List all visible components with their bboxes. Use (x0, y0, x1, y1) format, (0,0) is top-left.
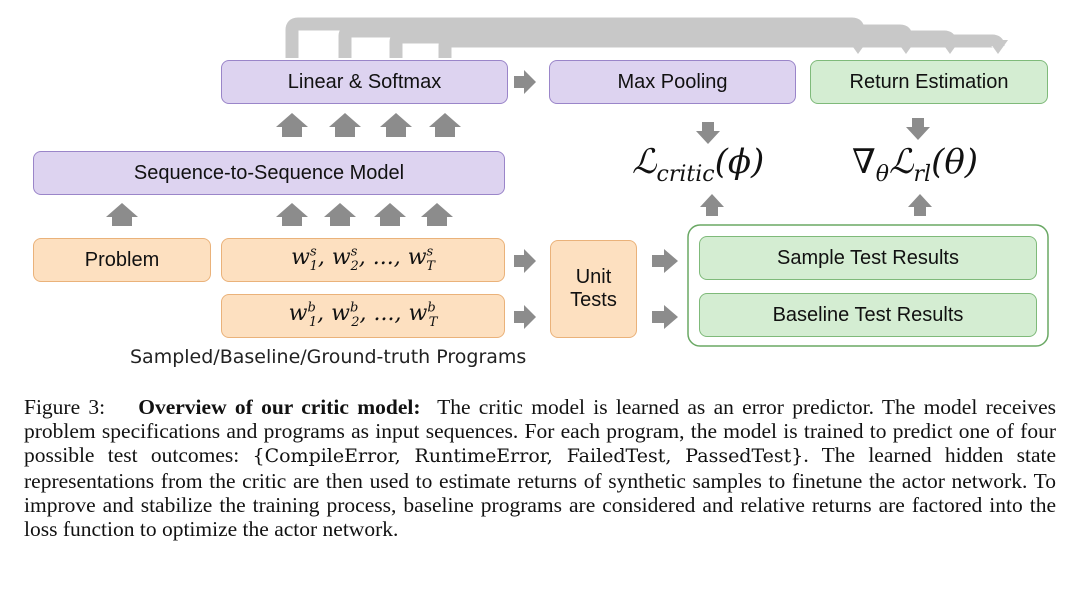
caption-figure-label: Figure 3: (24, 395, 106, 419)
max-pooling-label: Max Pooling (617, 70, 728, 93)
figure-caption: Figure 3: Overview of our critic model: … (24, 395, 1056, 541)
arrowhead (940, 40, 960, 54)
linear-softmax-box: Linear & Softmax (221, 60, 508, 104)
arrow-up (276, 113, 308, 137)
seq2seq-model-label: Sequence-to-Sequence Model (133, 161, 405, 184)
arrow-right (652, 249, 678, 273)
critic-loss-symbol: ℒ (632, 142, 657, 182)
arrow-up (421, 203, 453, 226)
sample-program-tokens: ws1, ws2, ..., wsT (291, 245, 435, 274)
rl-loss-symbol: ℒ (889, 142, 914, 182)
return-estimation-label: Return Estimation (849, 70, 1009, 93)
sample-test-results-box: Sample Test Results (699, 236, 1037, 280)
caption-title: Overview of our critic model: (138, 395, 421, 419)
critic-model-diagram: Linear & Softmax Max Pooling Return Esti… (33, 17, 1049, 368)
arrow-right (514, 305, 536, 329)
return-estimation-box: Return Estimation (810, 60, 1048, 104)
rl-loss-subscript: rl (913, 161, 932, 187)
arrowhead (896, 40, 916, 54)
max-pooling-box: Max Pooling (549, 60, 796, 104)
feedback-arc (438, 34, 1005, 58)
arrowhead (988, 40, 1008, 54)
gradient-symbol: ∇ (852, 142, 876, 182)
arrow-up (429, 113, 461, 137)
feedback-arcs (285, 17, 1005, 58)
arrow-up (106, 203, 138, 226)
arrow-down (906, 118, 930, 140)
arrow-up (380, 113, 412, 137)
critic-loss-argument: (ϕ) (714, 142, 765, 182)
linear-softmax-label: Linear & Softmax (287, 70, 442, 93)
unit-tests-label-line2: Tests (570, 289, 617, 311)
baseline-test-results-label: Baseline Test Results (772, 303, 964, 326)
critic-loss: ℒcritic(ϕ) (632, 142, 764, 187)
baseline-program-box: wb1, wb2, ..., wbT (221, 294, 505, 338)
programs-label: Sampled/Baseline/Ground-truth Programs (130, 346, 527, 368)
rl-loss-gradient: ∇θℒrl(θ) (852, 142, 978, 187)
gradient-subscript: θ (875, 161, 889, 187)
sample-program-box: ws1, ws2, ..., wsT (221, 238, 505, 282)
baseline-test-results-box: Baseline Test Results (699, 293, 1037, 337)
critic-loss-subscript: critic (656, 161, 715, 187)
arrow-down (696, 122, 720, 144)
unit-tests-label-line1: Unit (575, 266, 612, 288)
arrow-right (514, 249, 536, 273)
caption-body-part1: The critic model is learned as an error … (24, 395, 1057, 468)
baseline-program-tokens: wb1, wb2, ..., wbT (288, 301, 438, 330)
unit-tests-box: Unit Tests (550, 240, 637, 338)
arrow-up (700, 194, 724, 216)
arrow-right (652, 305, 678, 329)
arrow-up (329, 113, 361, 137)
caption-outcomes: {CompileError, RuntimeError, FailedTest,… (252, 445, 804, 468)
problem-box: Problem (33, 238, 211, 282)
caption-body-part2: . The learned hidden state representatio… (24, 443, 1057, 542)
sample-test-results-label: Sample Test Results (777, 246, 959, 269)
arrow-up (908, 194, 932, 216)
feedback-arrowheads (848, 40, 1008, 54)
arrowhead (848, 40, 868, 54)
problem-label: Problem (84, 248, 160, 271)
rl-loss-argument: (θ) (931, 142, 979, 182)
flow-arrows (106, 70, 932, 329)
seq2seq-model-box: Sequence-to-Sequence Model (33, 151, 505, 195)
arrow-up (374, 203, 406, 226)
arrow-up (324, 203, 356, 226)
arrow-up (276, 203, 308, 226)
arrow-right (514, 70, 536, 94)
